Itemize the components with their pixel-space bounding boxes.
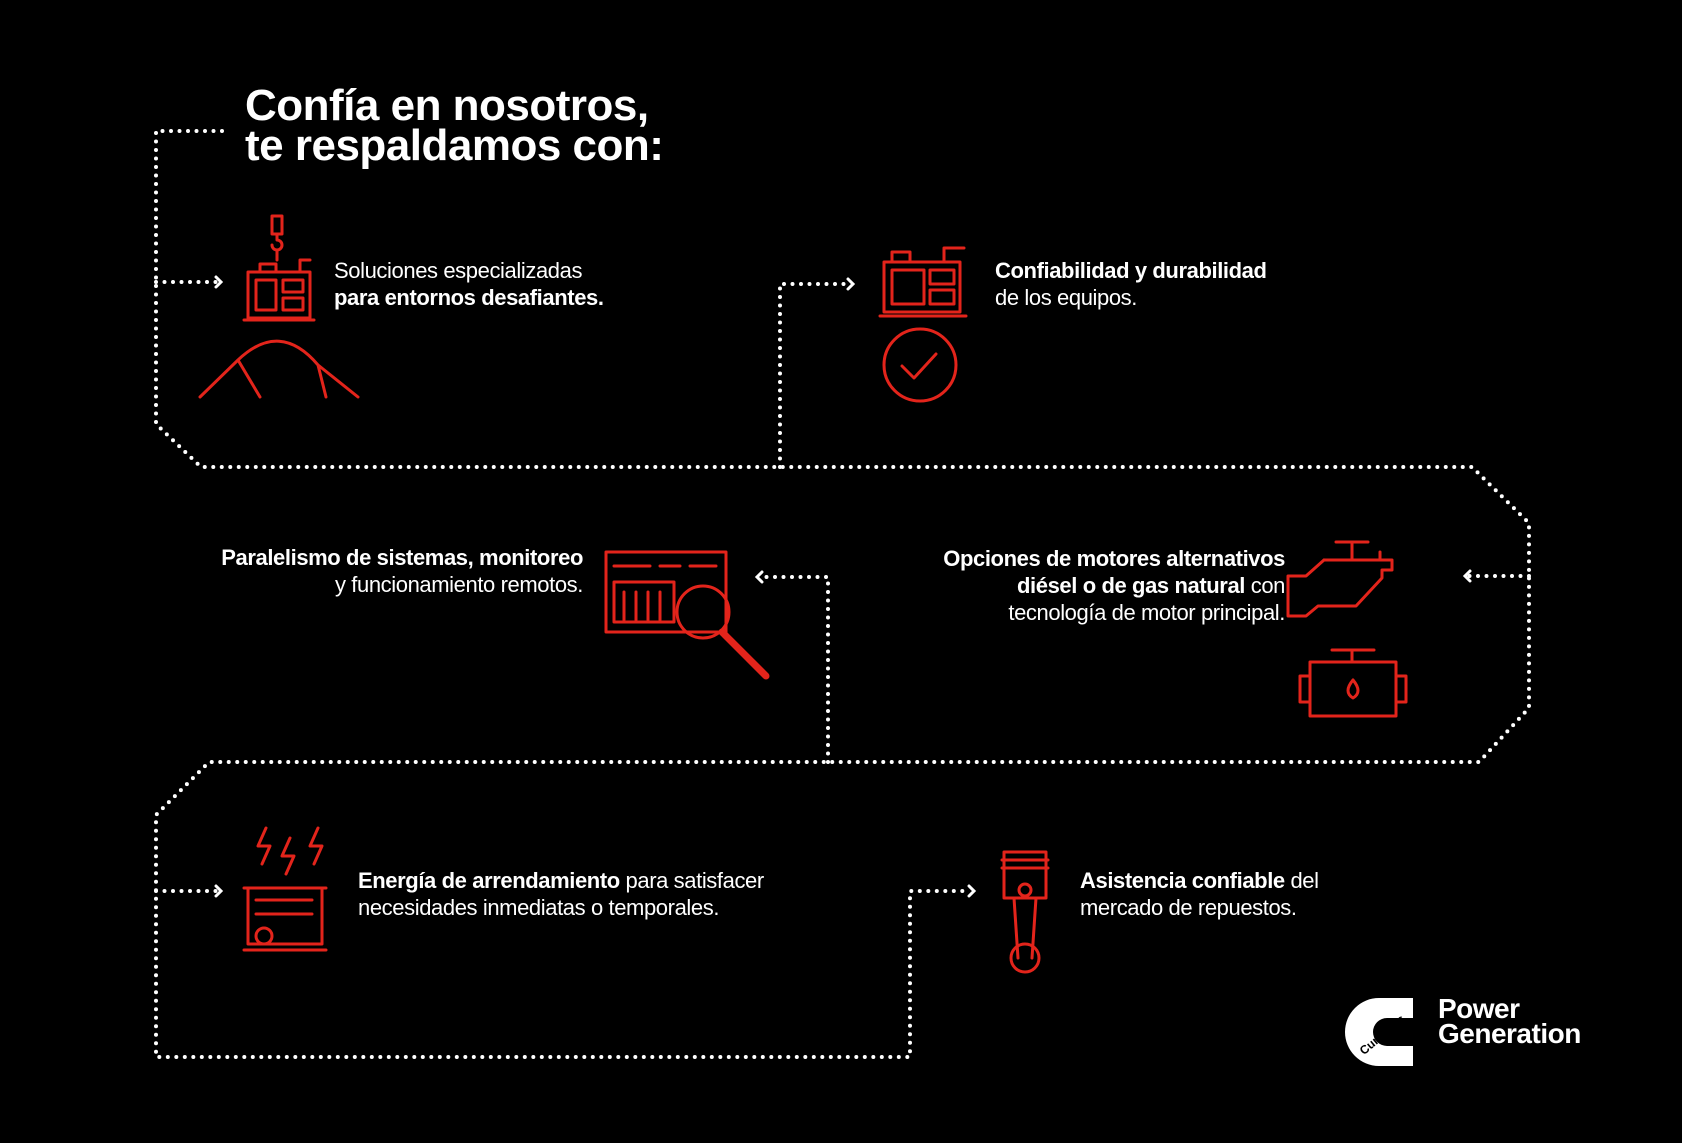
- arrow-right-icon: [967, 884, 977, 898]
- piston-icon: [1000, 850, 1050, 974]
- logo-text: Power Generation: [1438, 993, 1581, 1049]
- item-text: de los equipos.: [995, 285, 1137, 310]
- cummins-logo: Cummins: [1345, 998, 1413, 1066]
- item-text-bold: para entornos desafiantes.: [334, 285, 604, 310]
- item-text-bold: diésel o de gas natural: [1017, 573, 1246, 598]
- item-text-bold: Confiabilidad y durabilidad: [995, 258, 1267, 283]
- item-text: con: [1245, 573, 1286, 598]
- arrow-right-icon: [214, 275, 224, 289]
- generator-check-icon: [878, 246, 968, 403]
- item-text: mercado de repuestos.: [1080, 895, 1297, 920]
- item-aftermarket: Asistencia confiable del mercado de repu…: [1080, 867, 1319, 921]
- arrow-left-icon: [754, 570, 764, 584]
- engine-icon: [1286, 540, 1408, 718]
- item-text: del: [1284, 868, 1319, 893]
- item-text-bold: Energía de arrendamiento: [358, 868, 620, 893]
- item-text: y funcionamiento remotos.: [334, 572, 583, 597]
- item-text-bold: Opciones de motores alternativos: [943, 546, 1285, 571]
- arrow-right-icon: [214, 884, 224, 898]
- page-title: Confía en nosotros, te respaldamos con:: [245, 81, 664, 170]
- arrow-right-icon: [846, 277, 856, 291]
- title-line-1: Confía en nosotros,: [245, 81, 649, 130]
- item-text: tecnología de motor principal.: [1008, 600, 1285, 625]
- item-text: Soluciones especializadas: [334, 258, 583, 283]
- item-specialized-solutions: Soluciones especializadas para entornos …: [334, 257, 604, 311]
- item-paralleling: Paralelismo de sistemas, monitoreo y fun…: [221, 544, 583, 598]
- item-rental-power: Energía de arrendamiento para satisfacer…: [358, 867, 764, 921]
- item-text: necesidades inmediatas o temporales.: [358, 895, 720, 920]
- logo-line-2: Generation: [1438, 1018, 1581, 1049]
- item-text-bold: Paralelismo de sistemas, monitoreo: [221, 545, 583, 570]
- control-panel-magnifier-icon: [604, 550, 770, 680]
- item-engine-options: Opciones de motores alternativos diésel …: [943, 545, 1285, 626]
- item-reliability: Confiabilidad y durabilidad de los equip…: [995, 257, 1267, 311]
- arrow-left-icon: [1462, 569, 1472, 583]
- generator-crane-mountain-icon: [198, 214, 360, 399]
- logo-line-1: Power: [1438, 993, 1520, 1024]
- item-text: para satisfacer: [619, 868, 765, 893]
- portable-generator-lightning-icon: [242, 826, 328, 952]
- item-text-bold: Asistencia confiable: [1080, 868, 1285, 893]
- title-line-2: te respaldamos con:: [245, 121, 664, 170]
